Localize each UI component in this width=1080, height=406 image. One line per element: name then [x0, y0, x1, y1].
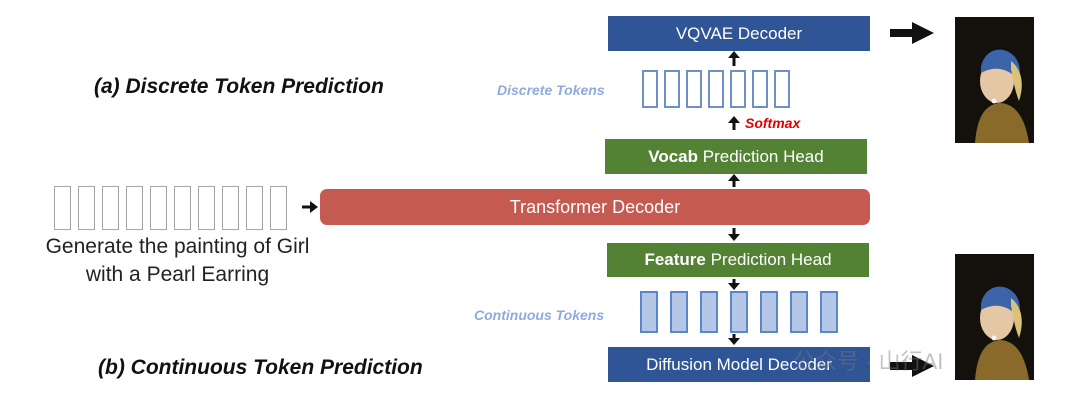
input-token: [102, 186, 119, 230]
discrete-tokens-label: Discrete Tokens: [497, 82, 605, 98]
continuous-token-row: [640, 291, 838, 333]
continuous-token: [730, 291, 748, 333]
diffusion-model-decoder-block: Diffusion Model Decoder: [608, 347, 870, 382]
discrete-heading: (a) Discrete Token Prediction: [94, 75, 384, 98]
vocab-prediction-head-block: Vocab Prediction Head: [605, 139, 867, 174]
arrow-to-painting-bottom: [890, 355, 934, 377]
painting-image-top: [955, 17, 1034, 143]
input-token: [270, 186, 287, 230]
prompt-line-2: with a Pearl Earring: [85, 263, 270, 286]
painting-image-bottom: [955, 254, 1034, 380]
prompt-line-1: Generate the painting of Girl: [45, 235, 310, 258]
discrete-token: [686, 70, 702, 108]
continuous-token: [670, 291, 688, 333]
discrete-token: [752, 70, 768, 108]
continuous-heading: (b) Continuous Token Prediction: [98, 356, 423, 379]
transformer-decoder-block: Transformer Decoder: [320, 189, 870, 225]
input-token: [198, 186, 215, 230]
continuous-tokens-label: Continuous Tokens: [474, 307, 605, 323]
arrow-up-to-vocab-head: [728, 174, 740, 187]
discrete-token: [708, 70, 724, 108]
discrete-token: [774, 70, 790, 108]
vocab-head-rest: Prediction Head: [698, 146, 824, 166]
transformer-decoder-label: Transformer Decoder: [509, 196, 681, 217]
softmax-label: Softmax: [745, 115, 801, 131]
input-token: [222, 186, 239, 230]
discrete-token: [730, 70, 746, 108]
arrow-up-to-vqvae: [728, 51, 740, 66]
input-token: [54, 186, 71, 230]
input-token: [174, 186, 191, 230]
arrow-down-to-diffusion: [728, 334, 740, 345]
continuous-token: [820, 291, 838, 333]
input-token: [246, 186, 263, 230]
diffusion-decoder-label: Diffusion Model Decoder: [646, 354, 832, 374]
vocab-head-bold: Vocab: [648, 146, 699, 166]
discrete-token-row: [642, 70, 790, 108]
arrow-up-to-softmax: [728, 116, 740, 130]
discrete-token: [642, 70, 658, 108]
arrow-down-to-feature-head: [728, 228, 740, 241]
continuous-token: [700, 291, 718, 333]
vqvae-decoder-block: VQVAE Decoder: [608, 16, 870, 51]
input-token: [150, 186, 167, 230]
input-token-row: [54, 186, 287, 230]
input-token: [126, 186, 143, 230]
feature-head-bold: Feature: [644, 250, 706, 269]
continuous-token: [640, 291, 658, 333]
discrete-token: [664, 70, 680, 108]
arrow-to-painting-top: [890, 22, 934, 44]
input-token: [78, 186, 95, 230]
feature-prediction-head-block: Feature Prediction Head: [607, 243, 869, 277]
feature-head-rest: Prediction Head: [705, 250, 832, 269]
arrow-down-to-continuous-tokens: [728, 279, 740, 290]
arrow-into-transformer: [302, 201, 318, 213]
watermark-text: 公众号 · 山行AI: [793, 349, 944, 374]
continuous-token: [790, 291, 808, 333]
continuous-token: [760, 291, 778, 333]
vqvae-decoder-label: VQVAE Decoder: [675, 23, 803, 43]
prompt-text: Generate the painting of Girl with a Pea…: [20, 233, 335, 289]
